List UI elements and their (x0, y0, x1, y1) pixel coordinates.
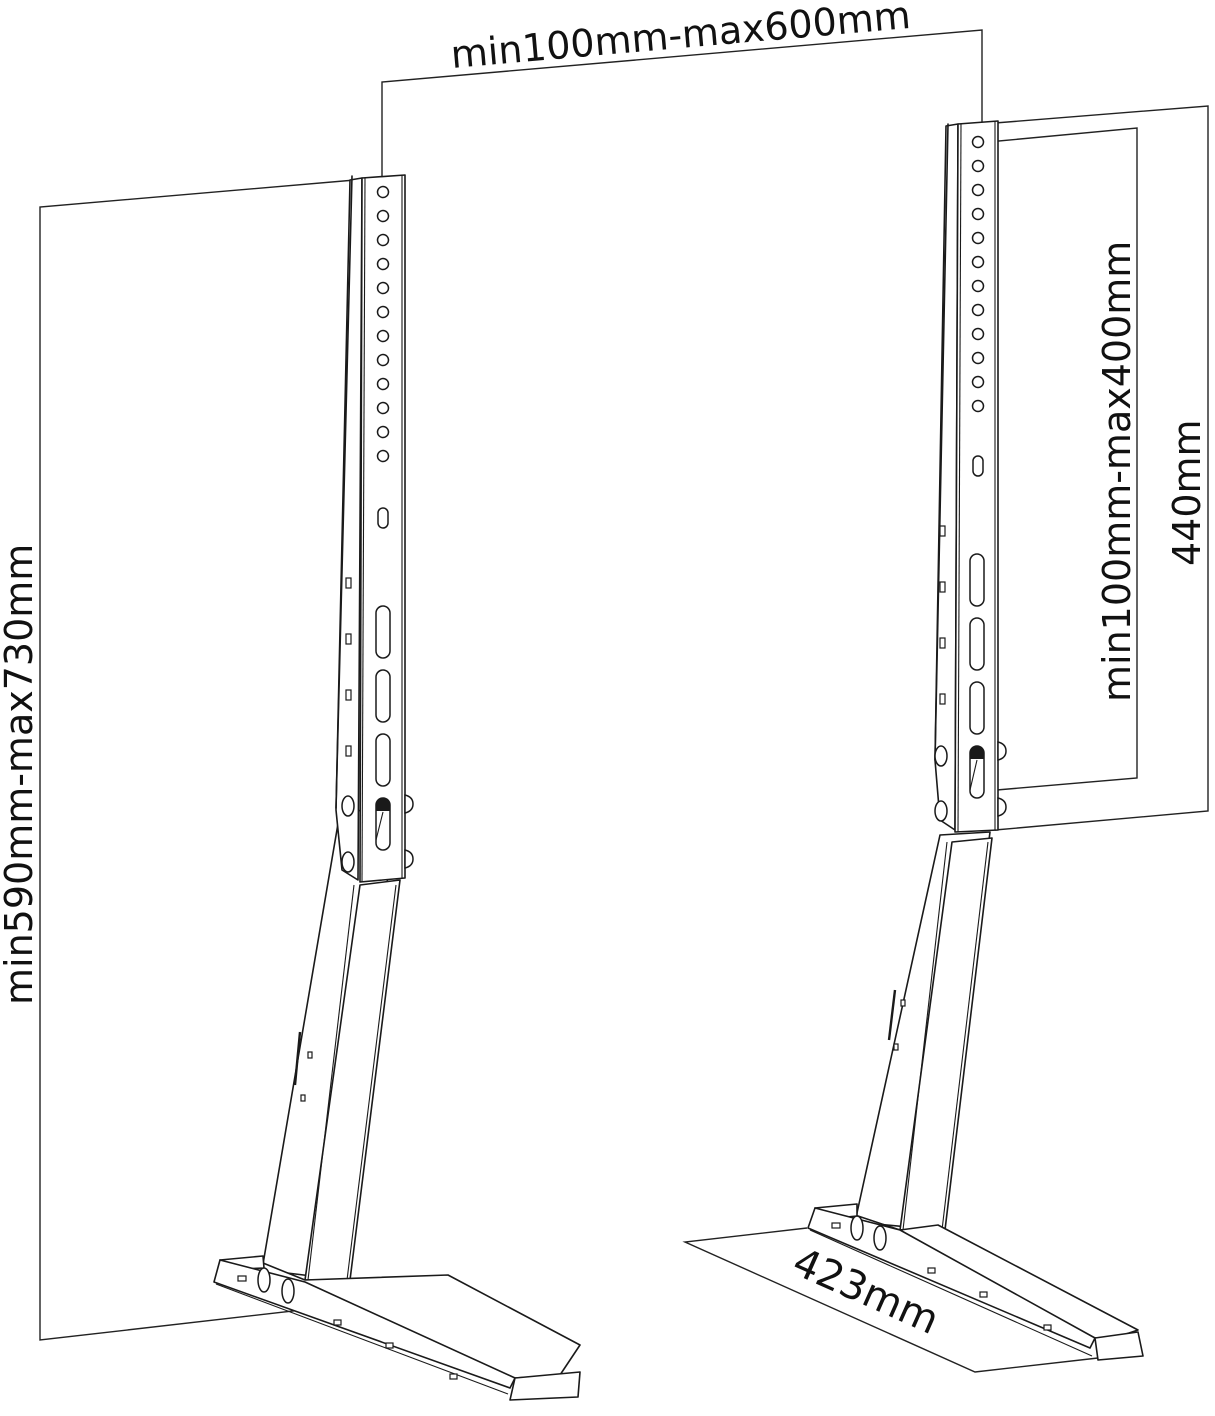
label-overall-height: min590mm-max730mm (0, 544, 41, 1005)
dimension-width (381, 29, 983, 178)
left-upright-holes (376, 185, 390, 463)
left-lower-column (261, 807, 401, 1281)
dimension-upright-height (994, 105, 1209, 831)
label-horizontal-spacing: min100mm-max600mm (449, 0, 912, 77)
left-upright (335, 174, 414, 883)
left-base-foot (213, 1255, 581, 1401)
dimension-overall-height (39, 179, 356, 1341)
right-lower-column (854, 831, 993, 1231)
label-vesa-vertical: min100mm-max400mm (1095, 241, 1139, 702)
label-upright-height: 440mm (1165, 419, 1209, 566)
right-upright-holes (971, 135, 985, 413)
dimension-vesa-vertical (984, 127, 1138, 792)
dimension-base-depth (682, 1227, 1099, 1373)
right-upright (934, 120, 1007, 833)
left-leg (213, 174, 581, 1401)
right-base-foot (807, 1203, 1144, 1361)
right-leg (807, 120, 1144, 1361)
